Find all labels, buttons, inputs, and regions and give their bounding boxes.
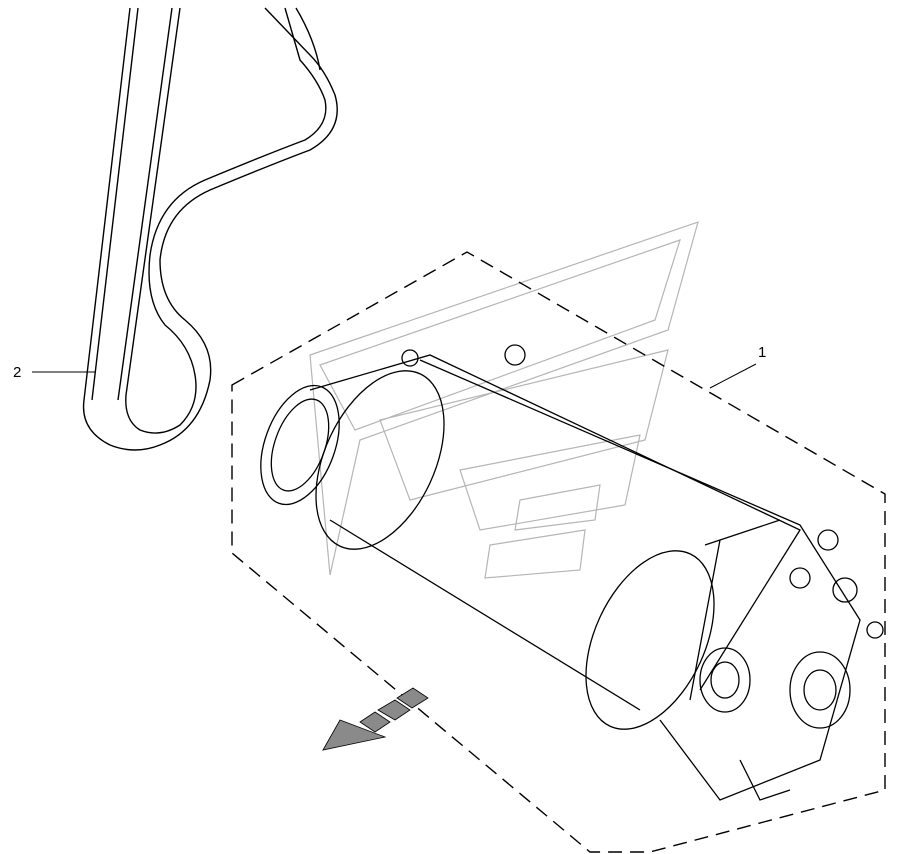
assembly-part-1: [260, 344, 884, 801]
leader-line-1: [709, 363, 757, 389]
watermark-logo: [309, 221, 699, 579]
direction-arrow-icon: [322, 687, 429, 751]
belt-part-2: [82, 7, 338, 451]
kit-boundary: [231, 251, 886, 853]
callout-2: 2: [13, 364, 22, 381]
callout-1: 1: [758, 344, 767, 361]
